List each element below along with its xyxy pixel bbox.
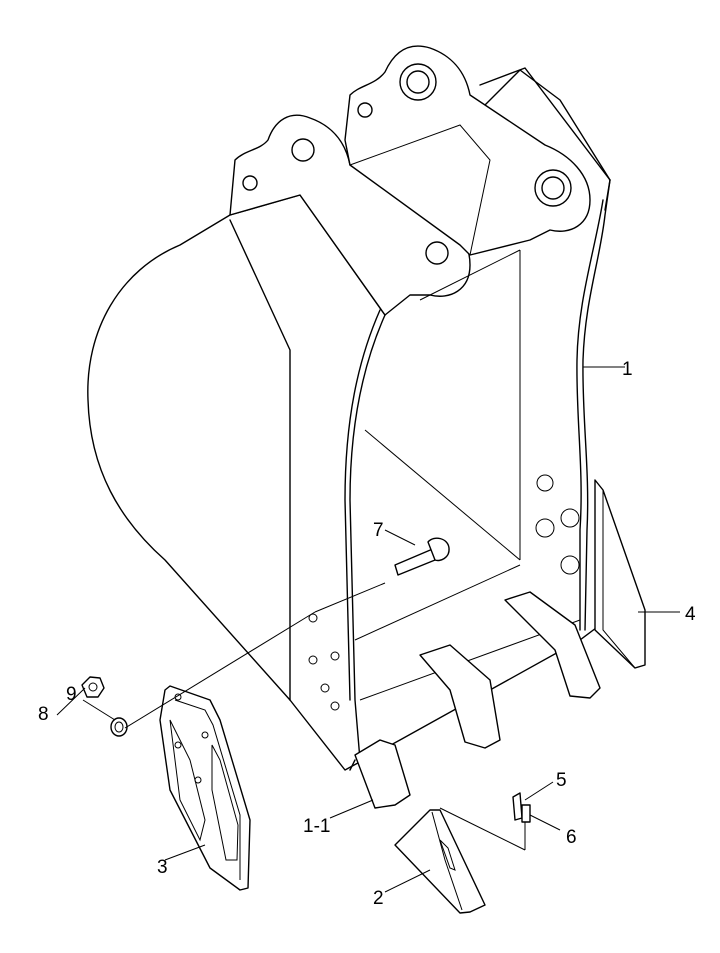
leader-lines bbox=[56, 366, 680, 893]
pin-and-lock bbox=[512, 792, 531, 823]
bucket-body bbox=[87, 67, 611, 771]
callout-labels: 1 1-1 2 3 4 5 6 7 8 9 bbox=[38, 359, 696, 909]
mounting-ears bbox=[229, 45, 591, 316]
side-cutter-left bbox=[159, 685, 251, 891]
bucket-teeth bbox=[354, 591, 601, 809]
callout-6: 6 bbox=[566, 827, 577, 848]
side-cutter-right bbox=[594, 479, 646, 669]
callout-1-1: 1-1 bbox=[303, 816, 330, 837]
callout-2: 2 bbox=[373, 888, 384, 909]
callout-8: 8 bbox=[38, 704, 49, 725]
callout-9: 9 bbox=[66, 684, 77, 705]
callout-7: 7 bbox=[373, 520, 384, 541]
nut-and-washer bbox=[81, 676, 128, 737]
callout-3: 3 bbox=[157, 857, 168, 878]
callout-4: 4 bbox=[685, 604, 696, 625]
callout-1: 1 bbox=[622, 359, 633, 380]
bolt bbox=[394, 537, 450, 576]
loose-tooth bbox=[394, 809, 486, 914]
callout-5: 5 bbox=[556, 770, 567, 791]
